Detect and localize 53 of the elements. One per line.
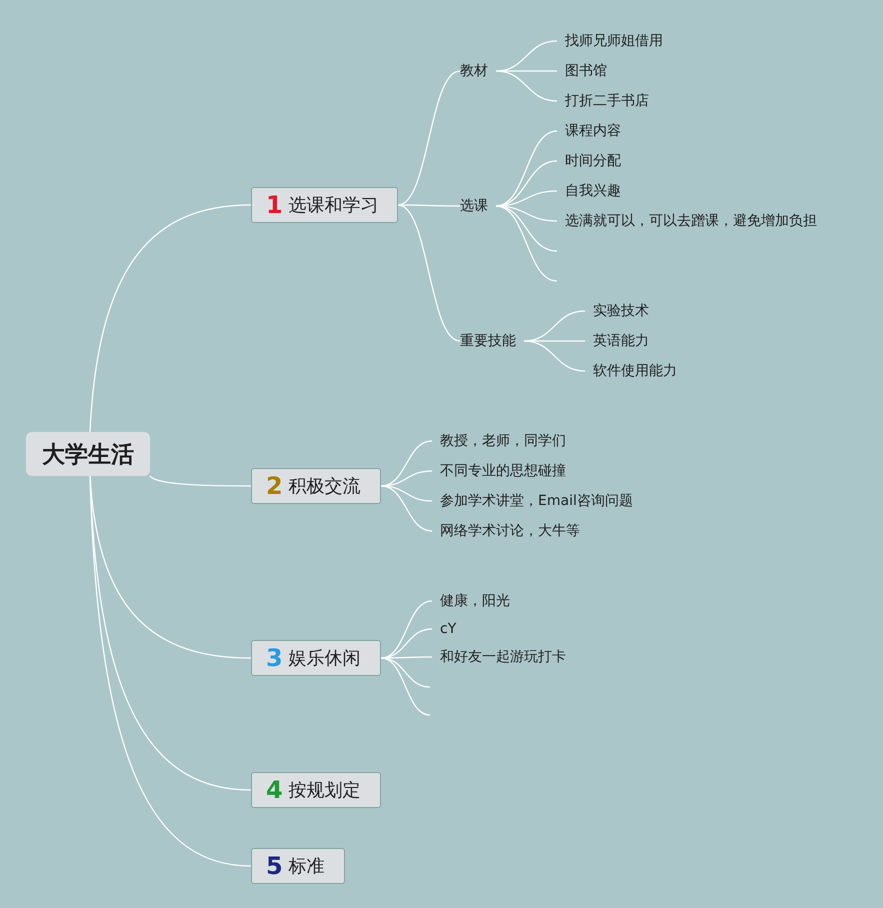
branch-line: [496, 70, 558, 102]
branch-line: [380, 485, 432, 532]
branch-line: [524, 310, 586, 342]
branch-text: 软件使用能力: [585, 361, 695, 381]
branch-line: [89, 476, 252, 867]
branch-text: 时间分配: [557, 151, 647, 171]
branch-text: 课程内容: [557, 121, 647, 141]
priority-number: 2: [266, 472, 283, 500]
branch-line: [524, 340, 586, 372]
branch-text: 教授，老师，同学们: [432, 431, 582, 451]
subtopic-text: 教材: [460, 61, 496, 81]
central-topic-box: 大学生活: [26, 432, 150, 476]
branch-text: 和好友一起游玩打卡: [432, 647, 582, 667]
branch-line: [496, 130, 558, 207]
branch-text: 健康，阳光: [432, 591, 532, 611]
branch-line: [380, 628, 432, 659]
topic-box: [251, 640, 381, 676]
branch-line: [398, 204, 460, 342]
branch-line: [89, 476, 252, 659]
topic-box: [251, 468, 381, 504]
branch-line: [150, 476, 251, 487]
branch-line: [496, 160, 558, 207]
branch-text: 参加学术讲堂，Email咨询问题: [432, 491, 642, 511]
branch-line: [398, 204, 460, 207]
subtopic-text: 重要技能: [460, 331, 524, 351]
branch-text: 打折二手书店: [557, 91, 667, 111]
topic-label: 积极交流: [288, 475, 361, 498]
topic-label: 按规划定: [288, 779, 361, 802]
branch-line: [380, 657, 430, 716]
branch-text: 实验技术: [585, 301, 675, 321]
topic-box: [251, 187, 398, 223]
branch-text: 找师兄师姐借用: [557, 31, 677, 51]
topic-label: 选课和学习: [288, 194, 379, 217]
branch-line: [89, 204, 252, 432]
branch-line: [398, 70, 460, 206]
branch-text: 网络学术讨论，大牛等: [432, 521, 602, 541]
topic-box: [251, 848, 345, 884]
branch-line: [380, 440, 432, 487]
subtopic-text: 选课: [460, 196, 496, 216]
branch-line: [496, 205, 558, 282]
branch-text: 英语能力: [585, 331, 675, 351]
priority-number: 4: [266, 776, 283, 804]
branch-text: 自我兴趣: [557, 181, 647, 201]
branch-text: 图书馆: [557, 61, 637, 81]
topic-label: 娱乐休闲: [288, 647, 361, 670]
priority-number: 5: [266, 852, 283, 880]
priority-number: 1: [266, 191, 283, 219]
topic-label: 标准: [288, 855, 325, 878]
branch-text: 不同专业的思想碰撞: [432, 461, 582, 481]
priority-number: 3: [266, 644, 283, 672]
topic-box: [251, 772, 381, 808]
branch-text: 选满就可以，可以去蹭课，避免增加负担: [557, 211, 837, 231]
branch-text: cY: [432, 619, 472, 639]
